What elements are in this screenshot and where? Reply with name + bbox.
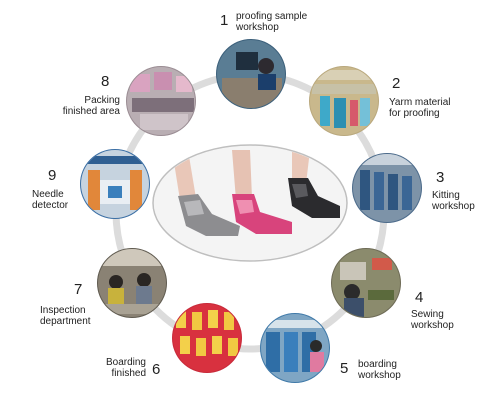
- step-5-label-line1: boarding: [358, 359, 397, 370]
- step-6-label-line2: finished: [111, 368, 146, 379]
- step-9-label-line1: Needle: [32, 189, 64, 200]
- step-4-label-line2: workshop: [411, 320, 454, 331]
- photo-1-office: [216, 39, 286, 109]
- photo-6-boarding-finished: [172, 303, 242, 373]
- step-1-label: proofing sample workshop: [236, 11, 307, 33]
- step-6-label-line1: Boarding: [105, 357, 146, 368]
- photo-4-sewing: [331, 248, 401, 318]
- photo-5-boarding: [260, 313, 330, 383]
- center-socks-photo: [152, 144, 348, 262]
- step-9-number: 9: [48, 167, 57, 184]
- step-2-label-line2: for proofing: [389, 108, 440, 119]
- step-5-label: boarding workshop: [358, 359, 401, 381]
- step-2-label-line1: Yarm material: [389, 97, 451, 108]
- step-6-number: 6: [152, 361, 161, 378]
- step-3-number: 3: [436, 169, 445, 186]
- step-9-label-line2: detector: [32, 200, 69, 211]
- step-3-label-line1: Kitting: [432, 190, 460, 201]
- photo-3-knitting: [352, 153, 422, 223]
- photo-9-needle-detector: [80, 149, 150, 219]
- step-3-label-line2: workshop: [432, 201, 475, 212]
- step-1-number: 1: [220, 12, 229, 29]
- step-3-label: Kitting workshop: [432, 190, 475, 212]
- step-4-label-line1: Sewing: [411, 309, 444, 320]
- step-7-label-line1: Inspection: [40, 305, 86, 316]
- photo-2-yarn-shelves: [309, 66, 379, 136]
- photo-8-packing: [126, 66, 196, 136]
- step-8-label-line2: finished area: [62, 106, 120, 117]
- step-6-label: Boarding finished: [76, 357, 146, 379]
- step-5-label-line2: workshop: [358, 370, 401, 381]
- step-9-label: Needle detector: [32, 189, 68, 211]
- step-8-label: Packing finished area: [46, 95, 120, 117]
- step-8-number: 8: [101, 73, 110, 90]
- step-7-number: 7: [74, 281, 83, 298]
- step-4-label: Sewing workshop: [411, 309, 454, 331]
- step-5-number: 5: [340, 360, 349, 377]
- step-1-label-line2: workshop: [236, 22, 279, 33]
- step-1-label-line1: proofing sample: [236, 11, 308, 22]
- step-2-label: Yarm material for proofing: [389, 97, 451, 119]
- photo-7-inspection: [97, 248, 167, 318]
- step-4-number: 4: [415, 289, 424, 306]
- step-7-label-line2: department: [40, 316, 91, 327]
- step-8-label-line1: Packing: [84, 95, 120, 106]
- step-7-label: Inspection department: [40, 305, 91, 327]
- step-2-number: 2: [392, 75, 401, 92]
